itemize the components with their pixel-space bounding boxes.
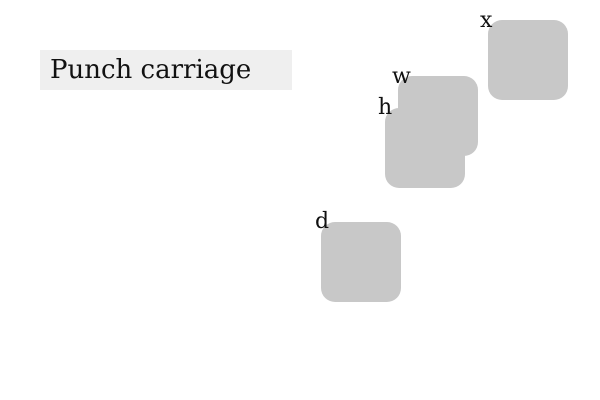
key-h-button[interactable] xyxy=(385,108,465,188)
key-d-label: d xyxy=(315,209,330,234)
key-x-button[interactable] xyxy=(488,20,568,100)
key-d-button[interactable] xyxy=(321,222,401,302)
instruction-text: Punch carriage xyxy=(40,50,292,90)
key-w-label: w xyxy=(392,64,411,89)
key-h-label: h xyxy=(378,95,393,120)
key-x-label: x xyxy=(480,8,493,33)
